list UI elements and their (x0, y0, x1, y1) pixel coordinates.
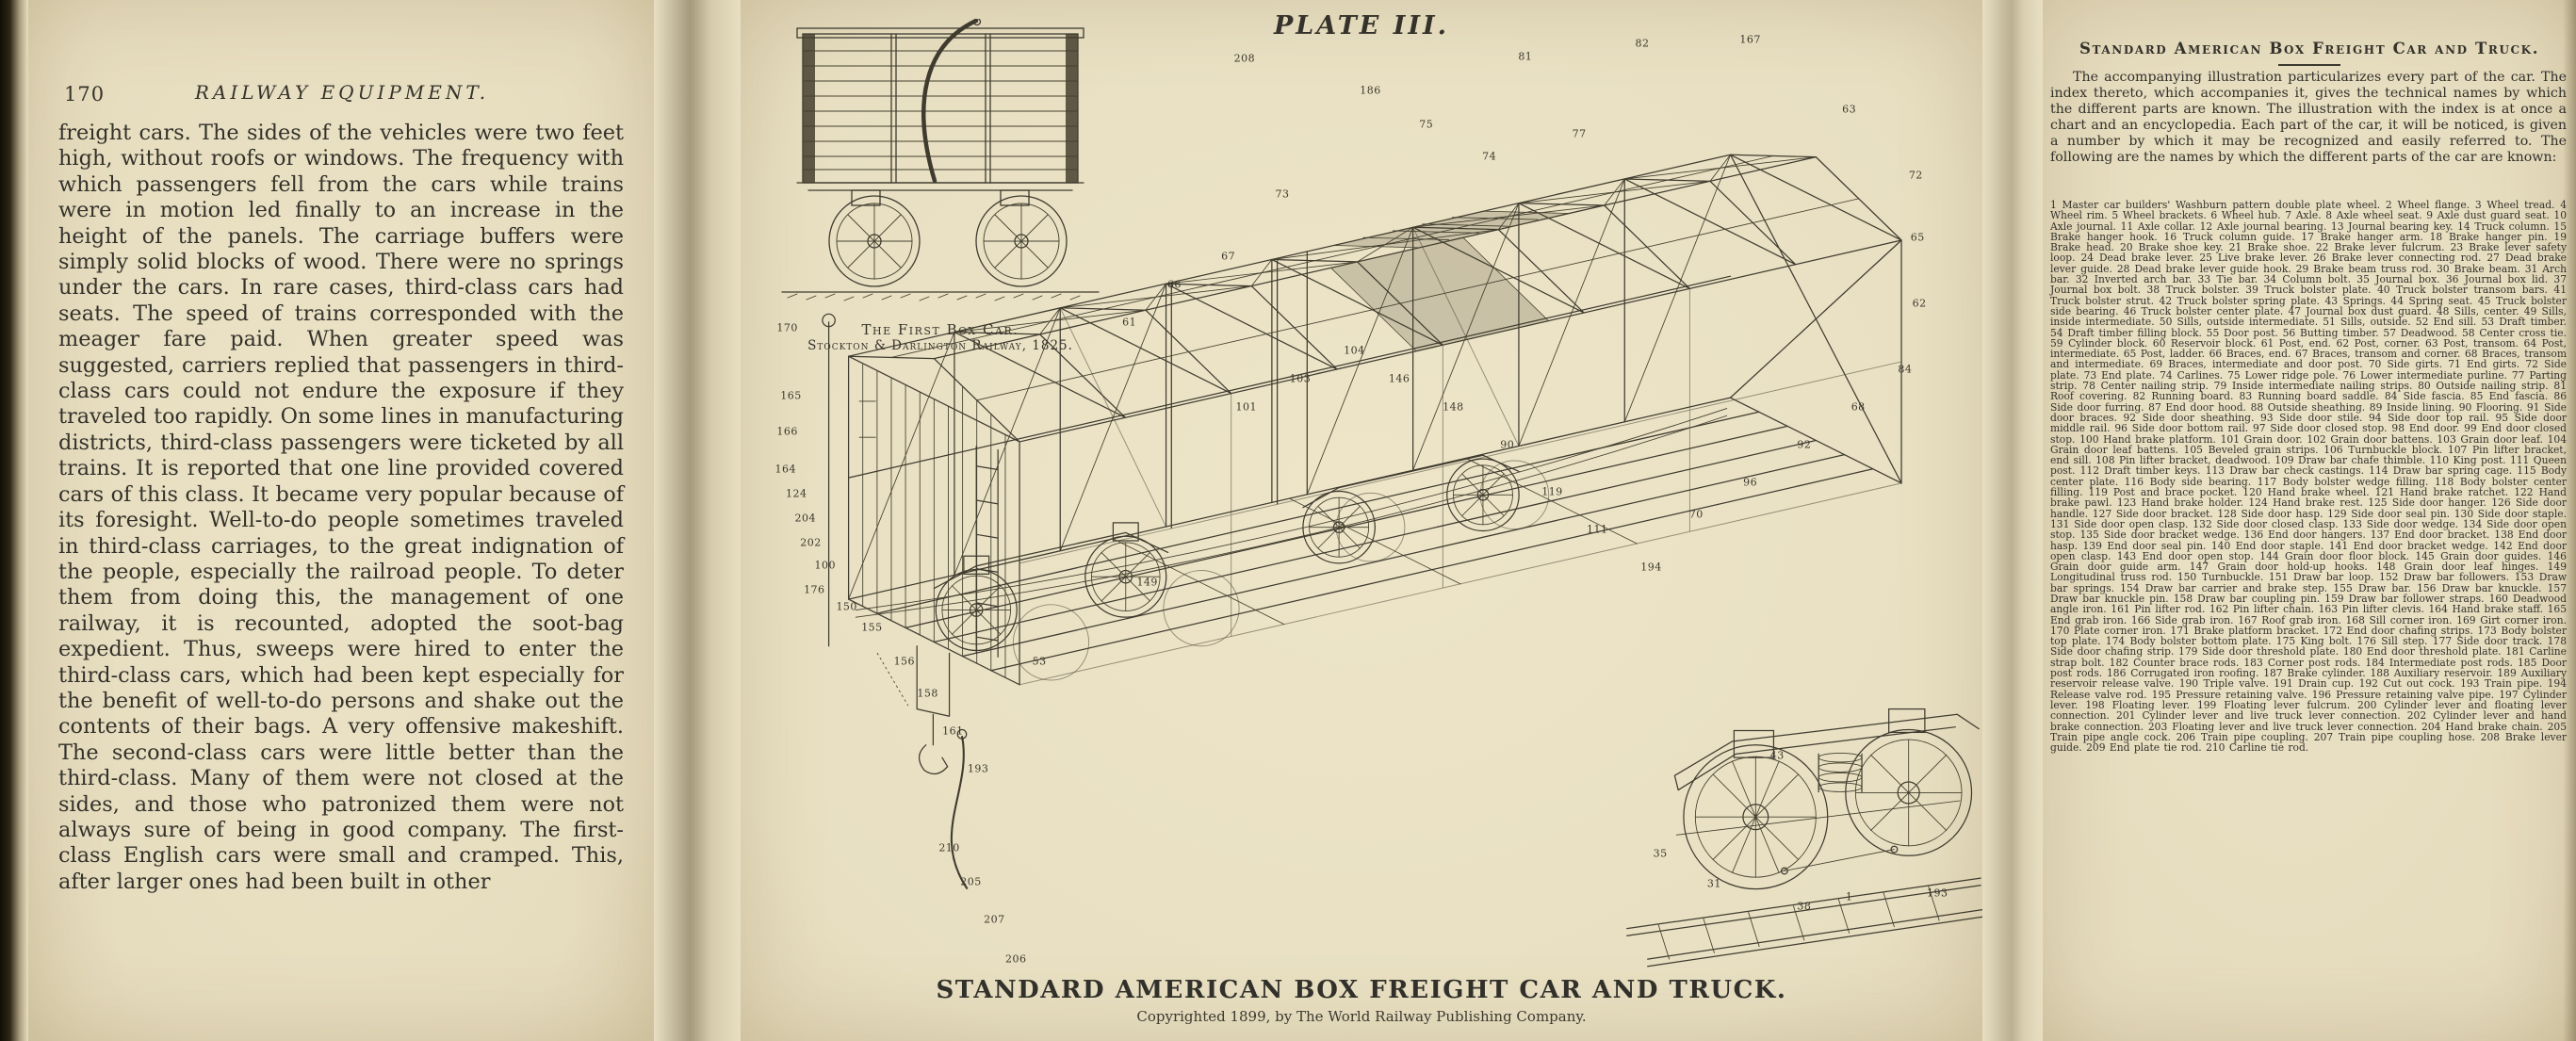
right-page: Standard American Box Freight Car and Tr… (2043, 0, 2576, 1041)
plate-caption: STANDARD AMERICAN BOX FREIGHT CAR AND TR… (936, 976, 1787, 1004)
middle-truck-wheels (1302, 454, 1550, 564)
running-header: RAILWAY EQUIPMENT. (194, 81, 490, 104)
parts-index-text: 1 Master car builders' Washburn pattern … (2050, 199, 2567, 755)
left-page-body-text: freight cars. The sides of the vehicles … (58, 121, 624, 894)
page-gutter-left (654, 0, 741, 1041)
truck-detail-engraving (1626, 708, 1982, 968)
inset-figure: The First Box Car. Stockton & Darlington… (774, 19, 1106, 354)
book-binding-edge (0, 0, 28, 1041)
spoked-wheel-icon (828, 195, 921, 287)
left-page-header-row: 170 RAILWAY EQUIPMENT. (60, 81, 624, 109)
first-box-car-engraving (781, 19, 1100, 301)
index-intro-text: The accompanying illustration particular… (2050, 70, 2567, 165)
page-right-edge-shadow (2563, 0, 2576, 1041)
boxcar-skeleton-engraving (822, 154, 1982, 968)
front-truck-wheels (933, 522, 1240, 681)
page-number: 170 (64, 83, 106, 106)
spoked-wheel-icon (975, 195, 1068, 287)
header-rule (2278, 64, 2340, 66)
plate-copyright: Copyrighted 1899, by The World Railway P… (1136, 1008, 1587, 1025)
left-page: 170 RAILWAY EQUIPMENT. freight cars. The… (28, 0, 654, 1041)
plate-title: PLATE III. (1273, 11, 1450, 41)
index-page-header: Standard American Box Freight Car and Tr… (2079, 40, 2540, 57)
plate-page: PLATE III. (741, 0, 1982, 1041)
page-gutter-right (1982, 0, 2043, 1041)
inset-caption-line1: The First Box Car. (861, 321, 1019, 338)
